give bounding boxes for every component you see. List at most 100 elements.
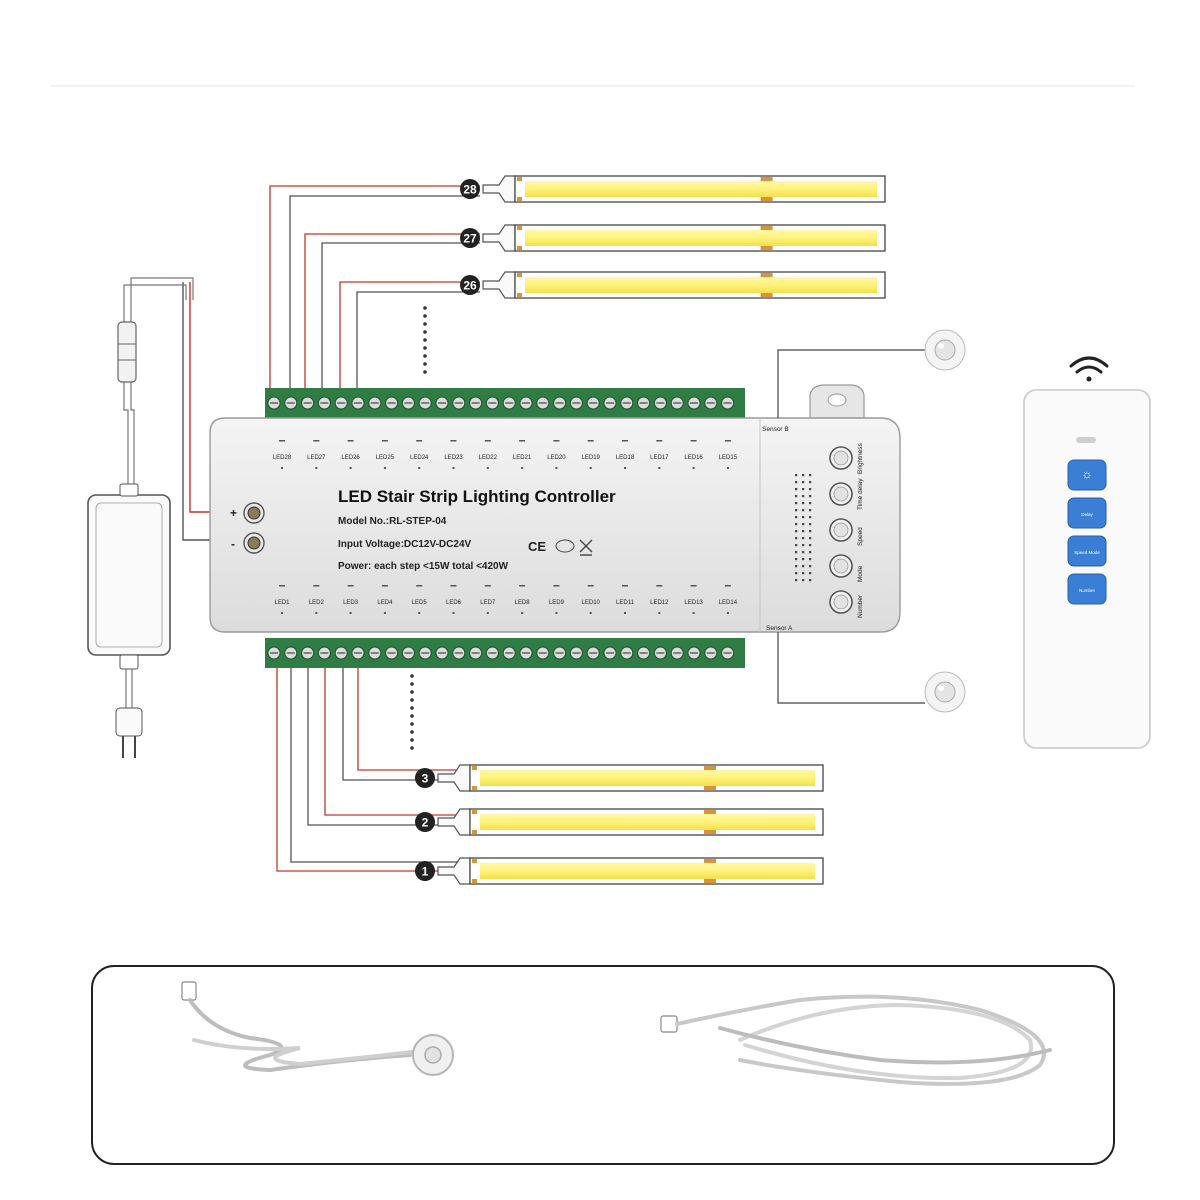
terminal-screw xyxy=(469,396,483,410)
led-dot xyxy=(521,467,524,469)
led-strip-icon: 2 xyxy=(415,808,824,836)
terminal-screw xyxy=(334,396,348,410)
controller-button[interactable] xyxy=(829,482,853,506)
led-indicator xyxy=(279,440,285,442)
terminal-screw xyxy=(485,646,499,660)
controller-button[interactable] xyxy=(829,554,853,578)
top-led-strips: 28 27 26 xyxy=(460,175,886,299)
terminal-screw xyxy=(721,646,735,660)
led-indicator xyxy=(450,585,457,587)
led-indicator xyxy=(347,585,354,587)
accessories-panel xyxy=(91,965,1115,1165)
led-channel-label: LED1 xyxy=(274,600,290,606)
led-channel-label: LED14 xyxy=(719,600,738,606)
terminal-screw xyxy=(721,396,735,410)
bottom-wiring xyxy=(276,668,475,872)
terminal-screw xyxy=(536,396,550,410)
step-number-badge: 1 xyxy=(415,861,435,881)
led-dot xyxy=(624,467,626,469)
remote-button[interactable]: Number xyxy=(1067,573,1107,605)
power-input-screw-minus xyxy=(243,532,265,554)
extension-cable-icon xyxy=(660,994,1052,1086)
sensor-cable-icon xyxy=(181,981,454,1076)
led-dot xyxy=(692,612,695,614)
led-channel-label: LED2 xyxy=(309,600,325,606)
led-indicator xyxy=(279,585,285,587)
terminal-screw xyxy=(368,396,382,410)
controller-button[interactable] xyxy=(829,590,853,614)
terminal-screw xyxy=(502,646,516,660)
led-channel-label: LED9 xyxy=(549,600,565,606)
led-channel-label: LED24 xyxy=(410,455,429,461)
led-strip-icon: 3 xyxy=(415,764,824,792)
terminal-screw xyxy=(301,646,315,660)
terminal-screw xyxy=(485,396,499,410)
terminal-screw xyxy=(385,646,399,660)
led-dot xyxy=(589,467,592,469)
bottom-led-strips: 3 2 1 xyxy=(415,764,824,885)
step-number-badge: 26 xyxy=(460,275,480,295)
led-indicator xyxy=(484,585,491,587)
top-wiring xyxy=(269,185,480,392)
step-number: 3 xyxy=(422,772,429,786)
led-strip-icon: 28 xyxy=(460,175,886,203)
led-channel-label: LED28 xyxy=(273,455,292,461)
terminal-screw xyxy=(569,646,583,660)
terminal-screw xyxy=(284,396,298,410)
terminal-screw xyxy=(351,646,365,660)
ce-mark: CE xyxy=(528,539,546,554)
pir-sensor-icon xyxy=(924,671,966,713)
led-indicator xyxy=(622,440,628,442)
led-indicator xyxy=(347,440,354,442)
top-ellipsis xyxy=(423,306,427,374)
led-channel-label: LED16 xyxy=(684,455,703,461)
step-number-badge: 27 xyxy=(460,228,480,248)
led-dot xyxy=(452,467,455,469)
terminal-screw xyxy=(704,646,718,660)
controller-button[interactable] xyxy=(829,518,853,542)
remote-button[interactable]: ☼ xyxy=(1067,459,1107,491)
terminal-screw xyxy=(569,396,583,410)
remote-button-label: Delay xyxy=(1081,512,1093,517)
remote-button-label: Speed Mode xyxy=(1074,550,1100,555)
step-number: 1 xyxy=(422,865,429,879)
led-dot xyxy=(726,612,729,614)
led-dot xyxy=(658,467,661,469)
terminal-screw xyxy=(704,396,718,410)
terminal-screw xyxy=(452,646,466,660)
remote-button[interactable]: Speed Mode xyxy=(1067,535,1107,567)
controller-button[interactable] xyxy=(829,446,853,470)
led-channel-label: LED27 xyxy=(307,455,326,461)
led-channel-label: LED26 xyxy=(341,455,360,461)
sensor-a-label: Sensor A xyxy=(766,625,793,632)
led-indicator xyxy=(690,440,697,442)
terminal-screw xyxy=(553,396,567,410)
terminal-screw xyxy=(267,646,281,660)
controller-button-label: Mode xyxy=(857,565,864,582)
controller-button-label: Brightness xyxy=(857,443,864,474)
led-channel-label: LED6 xyxy=(446,600,462,606)
led-indicator xyxy=(381,440,388,442)
led-dot xyxy=(383,467,386,469)
led-strip-icon: 27 xyxy=(460,224,886,252)
led-indicator xyxy=(656,440,663,442)
led-dot xyxy=(692,467,695,469)
step-number-badge: 28 xyxy=(460,179,480,199)
power-input-screw-plus xyxy=(243,502,265,524)
led-indicator xyxy=(622,585,628,587)
terminal-screw xyxy=(653,396,667,410)
remote-button[interactable]: Delay xyxy=(1067,497,1107,529)
led-indicator xyxy=(416,440,423,442)
terminal-screw xyxy=(469,646,483,660)
terminal-screw xyxy=(620,396,634,410)
sensor-a-wiring xyxy=(777,632,925,704)
step-number: 27 xyxy=(463,232,477,246)
led-dot xyxy=(521,612,524,614)
led-indicator xyxy=(450,440,457,442)
terminal-screw xyxy=(502,396,516,410)
terminal-screw xyxy=(586,646,600,660)
led-channel-label: LED8 xyxy=(515,600,531,606)
terminal-screw xyxy=(687,646,701,660)
led-dot xyxy=(726,467,729,469)
